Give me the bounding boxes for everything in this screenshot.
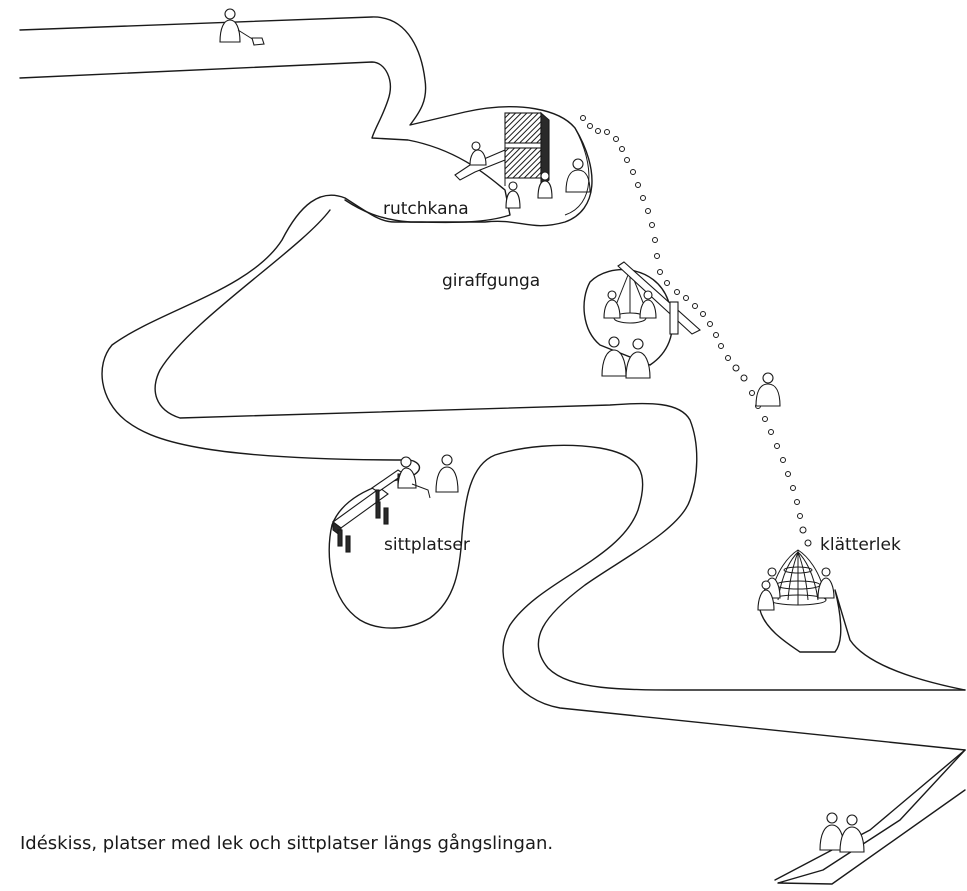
bench-icon	[332, 469, 405, 553]
path-lower-segment	[777, 749, 966, 885]
seated-person-icon	[397, 456, 431, 499]
swing-icon	[603, 261, 701, 335]
label-sittplatser: sittplatser	[384, 535, 470, 555]
couple-figure-icon	[819, 812, 865, 853]
path-outer-edge	[19, 16, 966, 751]
klatterlek-area-outline	[759, 589, 966, 691]
adult-figure-icon	[435, 454, 459, 493]
child-figure-icon	[505, 181, 521, 209]
sketch-caption: Idéskiss, platser med lek och sittplatse…	[20, 833, 554, 854]
child-figure-icon	[537, 171, 553, 199]
path-lower-segment-inner	[774, 749, 966, 881]
climbing-dome-icon	[757, 549, 835, 611]
path-inner-edge	[19, 61, 966, 691]
dotted-trail	[580, 115, 812, 547]
rutchkana-area-outline	[564, 127, 590, 216]
slide-tower-icon	[454, 111, 550, 188]
label-giraffgunga: giraffgunga	[442, 271, 541, 291]
person-with-dog-icon	[219, 8, 265, 46]
adult-figure-icon	[755, 372, 781, 407]
adult-pair-icon	[601, 336, 651, 379]
label-klatterlek: klätterlek	[820, 535, 901, 555]
adult-figure-icon	[565, 158, 591, 193]
label-rutchkana: rutchkana	[383, 199, 469, 219]
